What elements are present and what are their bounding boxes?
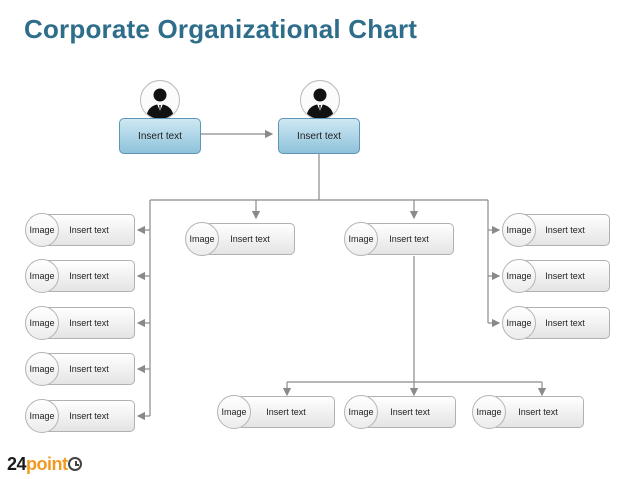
image-placeholder: Image [25, 259, 59, 293]
org-node-bottom-3: Insert text Image [472, 395, 584, 430]
org-node-bottom-2: Insert text Image [344, 395, 456, 430]
logo-word: point [26, 454, 68, 474]
logo-number: 24 [7, 454, 27, 474]
top-left-box: Insert text [119, 118, 201, 154]
org-node-left-4: Insert text Image [25, 352, 135, 387]
clock-icon [68, 457, 82, 471]
image-placeholder: Image [217, 395, 251, 429]
node-label: Insert text [364, 396, 456, 428]
image-placeholder: Image [502, 259, 536, 293]
org-node-bottom-1: Insert text Image [217, 395, 335, 430]
image-placeholder: Image [472, 395, 506, 429]
image-placeholder: Image [25, 213, 59, 247]
page-title: Corporate Organizational Chart [24, 14, 418, 44]
org-node-right-2: Insert text Image [502, 259, 610, 294]
node-label: Insert text [492, 396, 584, 428]
top-right-box: Insert text [278, 118, 360, 154]
org-node-middle-2: Insert text Image [344, 222, 454, 257]
org-node-left-1: Insert text Image [25, 213, 135, 248]
image-placeholder: Image [25, 306, 59, 340]
businessman-icon [140, 80, 180, 120]
image-placeholder: Image [344, 395, 378, 429]
image-placeholder: Image [502, 213, 536, 247]
image-placeholder: Image [502, 306, 536, 340]
node-label: Insert text [237, 396, 335, 428]
org-node-right-1: Insert text Image [502, 213, 610, 248]
businessman-icon [300, 80, 340, 120]
org-node-left-5: Insert text Image [25, 399, 135, 434]
node-label: Insert text [364, 223, 454, 255]
image-placeholder: Image [25, 399, 59, 433]
brand-logo: 24point [7, 454, 68, 475]
org-node-left-2: Insert text Image [25, 259, 135, 294]
org-node-right-3: Insert text Image [502, 306, 610, 341]
org-node-middle-1: Insert text Image [185, 222, 295, 257]
image-placeholder: Image [344, 222, 378, 256]
image-placeholder: Image [25, 352, 59, 386]
org-node-left-3: Insert text Image [25, 306, 135, 341]
image-placeholder: Image [185, 222, 219, 256]
